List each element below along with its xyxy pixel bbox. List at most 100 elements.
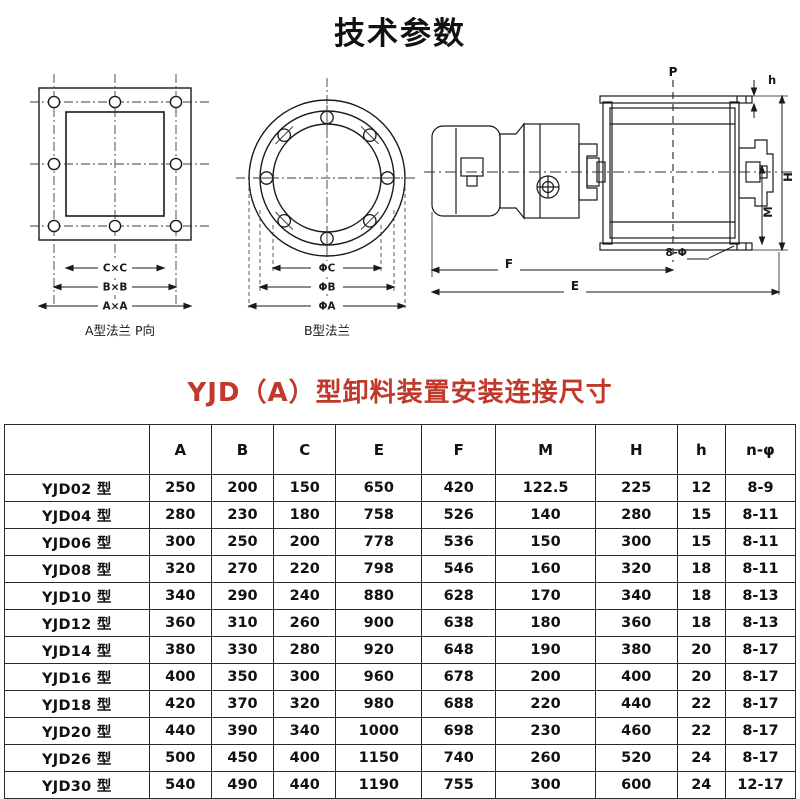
cell-value: 310 [210,609,275,637]
cell-value: 220 [273,555,337,583]
col-header-a: A [148,424,212,475]
col-header-e: E [335,424,423,475]
page-title: 技术参数 [334,16,466,52]
flange-b-caption: B型法兰 [303,323,351,338]
cell-value: 18 [676,582,726,610]
cell-value: 300 [148,528,212,556]
cell-value: 8-17 [724,717,797,745]
cell-value: 330 [210,636,275,664]
cell-value: 190 [495,636,596,664]
cell-value: 290 [210,582,275,610]
cell-value: 650 [335,474,423,502]
cell-value: 526 [421,501,497,529]
svg-text:ΦA: ΦA [318,301,336,313]
cell-value: 340 [594,582,678,610]
cell-value: 546 [421,555,497,583]
cell-value: 400 [148,663,212,691]
col-header-f: F [421,424,497,475]
cell-value: 15 [676,501,726,529]
cell-value: 740 [421,744,497,772]
cell-value: 370 [210,690,275,718]
cell-value: 140 [495,501,596,529]
svg-text:h: h [768,73,776,87]
svg-text:ΦB: ΦB [319,282,336,294]
svg-text:ΦC: ΦC [319,263,336,275]
cell-value: 280 [148,501,212,529]
flange-a-diagram: C×C B×B A×A [30,74,210,313]
cell-model: YJD02 型 [4,474,150,502]
cell-value: 270 [210,555,275,583]
cell-value: 260 [495,744,596,772]
cell-value: 420 [421,474,497,502]
cell-value: 900 [335,609,423,637]
svg-text:H: H [781,172,795,182]
cell-value: 440 [273,771,337,799]
cell-model: YJD04 型 [4,501,150,529]
cell-value: 180 [273,501,337,529]
svg-text:M: M [761,206,775,217]
col-header-h-lower: h [676,424,726,475]
cell-model: YJD26 型 [4,744,150,772]
cell-value: 390 [210,717,275,745]
cell-value: 320 [594,555,678,583]
cell-value: 20 [676,663,726,691]
cell-value: 20 [676,636,726,664]
col-header-c: C [273,424,337,475]
cell-value: 8-9 [724,474,797,502]
cell-value: 380 [594,636,678,664]
cell-value: 420 [148,690,212,718]
cell-value: 1190 [335,771,423,799]
assembly-diagram: P h H M [424,65,796,296]
svg-text:E: E [571,279,579,293]
cell-value: 24 [676,771,726,799]
cell-value: 350 [210,663,275,691]
cell-value: 18 [676,609,726,637]
cell-value: 1000 [335,717,423,745]
cell-value: 240 [273,582,337,610]
cell-model: YJD18 型 [4,690,150,718]
section-title: YJD（A）型卸料装置安装连接尺寸 [187,378,613,408]
cell-value: 758 [335,501,423,529]
cell-value: 980 [335,690,423,718]
cell-value: 12 [676,474,726,502]
cell-value: 400 [594,663,678,691]
cell-value: 960 [335,663,423,691]
cell-value: 500 [148,744,212,772]
cell-value: 755 [421,771,497,799]
cell-value: 520 [594,744,678,772]
cell-value: 1150 [335,744,423,772]
cell-value: 340 [148,582,212,610]
label-p: P [669,65,678,79]
cell-value: 8-11 [724,555,797,583]
cell-value: 450 [210,744,275,772]
cell-value: 440 [594,690,678,718]
label-8-phi: 8-Φ [665,246,687,259]
cell-value: 8-11 [724,528,797,556]
cell-value: 380 [148,636,212,664]
cell-value: 798 [335,555,423,583]
cell-value: 250 [210,528,275,556]
svg-text:C×C: C×C [103,263,128,275]
cell-value: 18 [676,555,726,583]
cell-value: 880 [335,582,423,610]
cell-value: 340 [273,717,337,745]
technical-spec-page: 技术参数 [0,16,800,799]
cell-value: 170 [495,582,596,610]
cell-value: 8-17 [724,744,797,772]
cell-value: 460 [594,717,678,745]
table-header-row: A B C E F M H h n-φ [4,424,797,475]
drawings-area: C×C B×B A×A A型法兰 P向 [0,60,800,350]
cell-value: 220 [495,690,596,718]
cell-value: 698 [421,717,497,745]
cell-value: 24 [676,744,726,772]
